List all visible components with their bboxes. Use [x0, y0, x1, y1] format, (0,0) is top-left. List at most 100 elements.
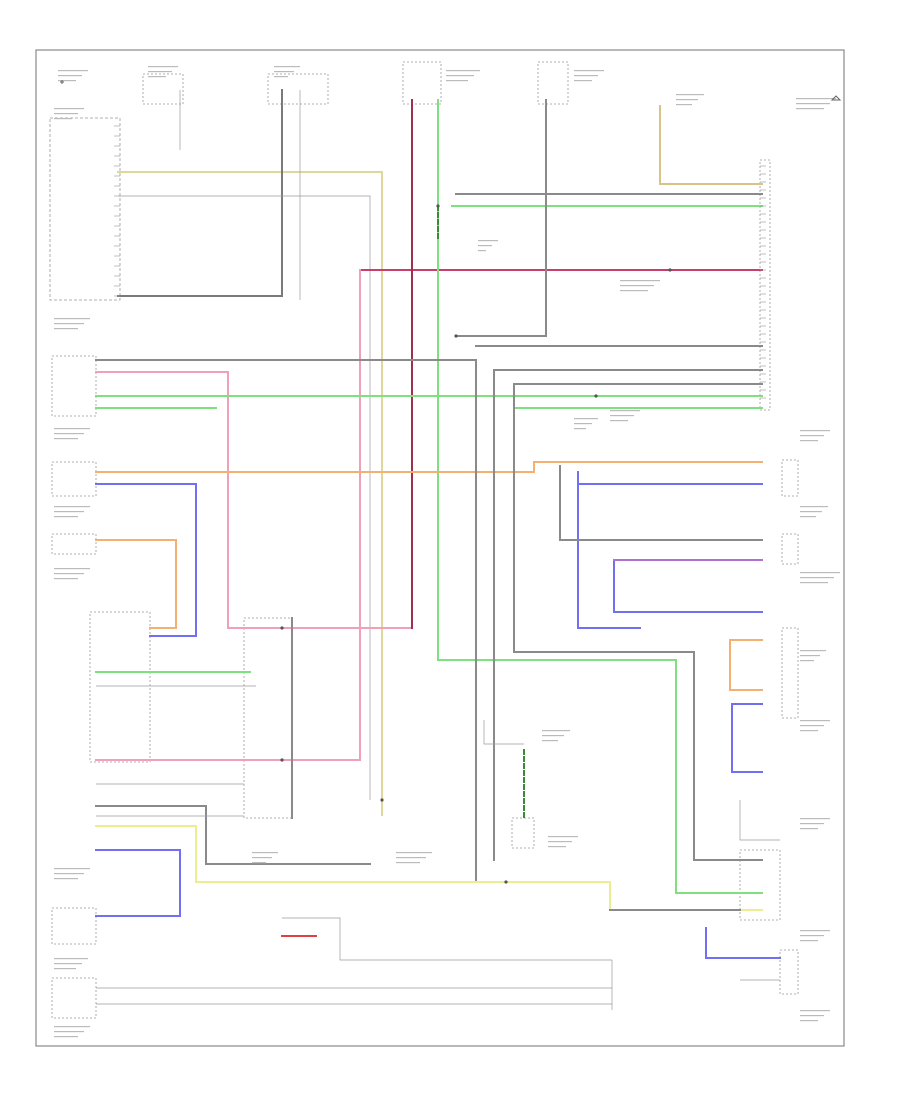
wire-light-9: [739, 800, 780, 841]
micro-label: [54, 963, 82, 965]
wire-gray-vertical-1: [455, 99, 547, 337]
micro-label: [542, 735, 564, 737]
micro-label: [54, 428, 90, 430]
left-module-7: [51, 977, 97, 1019]
label-marks: [54, 66, 840, 1038]
micro-label: [54, 506, 90, 508]
wire-green-vertical: [437, 99, 763, 894]
right-module-pins: [760, 165, 766, 399]
micro-label: [252, 862, 266, 864]
micro-label: [574, 423, 592, 425]
right-module-3: [781, 533, 799, 565]
wire-orange-right: [729, 639, 763, 691]
wire-white-1: [118, 195, 371, 800]
wire-blue-right-2: [577, 485, 641, 629]
right-module-2: [781, 459, 799, 497]
wire-blue-left: [95, 483, 197, 637]
micro-label: [54, 516, 78, 518]
micro-label: [610, 415, 634, 417]
micro-label: [800, 1020, 818, 1022]
micro-label: [54, 958, 88, 960]
micro-label: [610, 420, 628, 422]
micro-label: [800, 440, 818, 442]
micro-label: [800, 828, 818, 830]
micro-label: [800, 725, 824, 727]
wire-pink-left: [95, 371, 413, 629]
micro-label: [800, 435, 824, 437]
micro-label: [548, 836, 578, 838]
micro-label: [620, 280, 660, 282]
micro-label: [54, 878, 78, 880]
left-module-6: [51, 907, 97, 945]
wire-yellow-top: [117, 171, 383, 816]
micro-label: [800, 582, 828, 584]
micro-label: [542, 740, 558, 742]
micro-label: [800, 1010, 830, 1012]
micro-label: [676, 104, 692, 106]
left-module-4: [51, 533, 97, 555]
micro-label: [800, 430, 830, 432]
micro-label: [574, 80, 592, 82]
micro-label: [54, 968, 76, 970]
micro-label: [252, 852, 278, 854]
top-connector-c: [402, 61, 442, 105]
wire-orange-long: [95, 461, 763, 473]
micro-label: [54, 433, 84, 435]
right-module-6: [779, 949, 799, 995]
micro-label: [800, 930, 830, 932]
micro-label: [800, 516, 816, 518]
micro-label: [54, 1031, 84, 1033]
wire-blue-lower-left: [95, 849, 181, 917]
micro-label: [620, 285, 654, 287]
micro-label: [478, 250, 486, 252]
micro-label: [574, 70, 604, 72]
component-outlines: [49, 61, 799, 1019]
wire-gray-horizontal-3: [95, 359, 477, 881]
wire-blue-lower-right: [705, 927, 781, 959]
micro-label: [396, 862, 420, 864]
micro-label: [796, 108, 824, 110]
wire-light-10: [483, 720, 524, 745]
micro-label: [54, 118, 72, 120]
micro-label: [800, 572, 840, 574]
micro-label: [574, 75, 598, 77]
wire-blue-right-1: [577, 471, 763, 485]
right-module-4: [781, 627, 799, 719]
micro-label: [796, 103, 830, 105]
wire-gray-lower: [95, 805, 371, 865]
micro-label: [800, 935, 824, 937]
right-module-5: [739, 849, 781, 921]
micro-label: [54, 568, 90, 570]
left-module-2: [51, 355, 97, 417]
micro-label: [796, 98, 836, 100]
micro-label: [800, 823, 824, 825]
micro-label: [676, 94, 704, 96]
micro-label: [58, 70, 88, 72]
micro-label: [54, 113, 78, 115]
micro-label: [800, 720, 830, 722]
micro-label: [800, 660, 814, 662]
micro-label: [54, 328, 78, 330]
micro-label: [274, 76, 288, 78]
micro-label: [54, 108, 84, 110]
micro-label: [800, 650, 826, 652]
micro-label: [800, 511, 822, 513]
micro-label: [54, 573, 84, 575]
diagram-frame: [35, 49, 845, 1047]
wire-orange-left: [95, 539, 177, 629]
micro-label: [478, 240, 498, 242]
wire-yellow-bottom: [95, 825, 763, 911]
micro-label: [58, 80, 76, 82]
micro-label: [800, 577, 834, 579]
micro-label: [478, 245, 492, 247]
micro-label: [542, 730, 570, 732]
micro-label: [800, 655, 820, 657]
top-connector-d: [537, 61, 569, 105]
wire-blue-right-4: [731, 703, 763, 773]
micro-label: [574, 418, 598, 420]
micro-label: [574, 428, 586, 430]
wire-light-6: [282, 917, 612, 961]
micro-label: [446, 70, 480, 72]
micro-label: [54, 438, 78, 440]
